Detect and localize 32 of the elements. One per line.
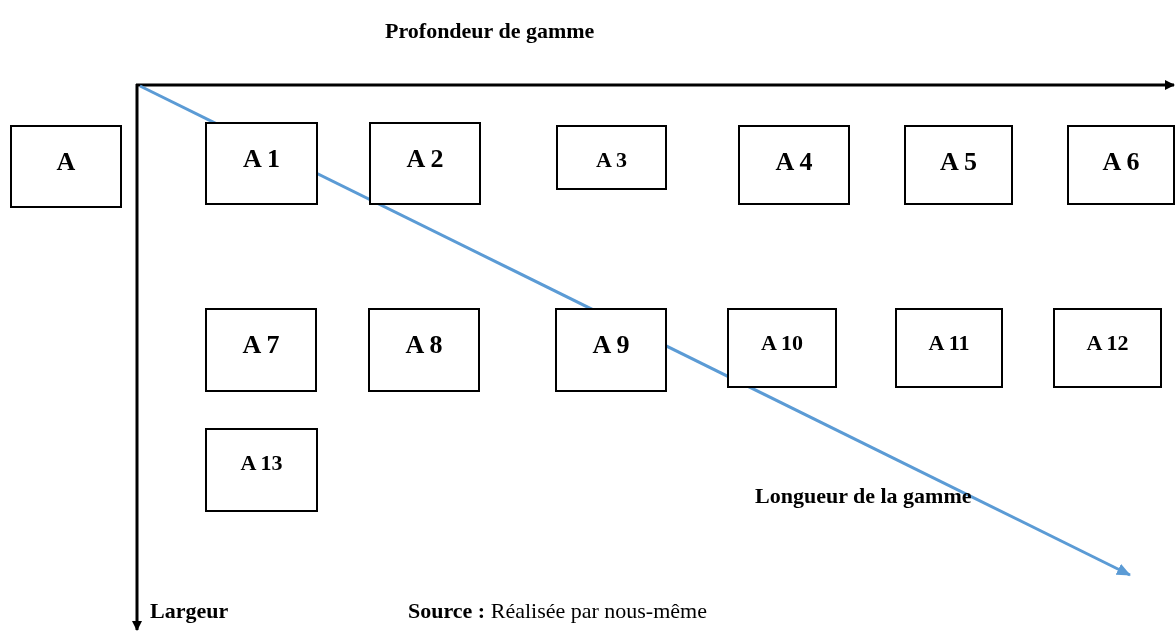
- product-box: [556, 125, 667, 190]
- product-label: A 9: [592, 330, 630, 360]
- product-box: [205, 122, 318, 205]
- product-box: [10, 125, 122, 208]
- product-label: A 7: [242, 330, 280, 360]
- product-label: A 11: [928, 330, 970, 356]
- product-box: [904, 125, 1013, 205]
- product-box: [205, 308, 317, 392]
- product-label: A 8: [405, 330, 443, 360]
- product-box: [205, 428, 318, 512]
- product-box: [895, 308, 1003, 388]
- product-box: [369, 122, 481, 205]
- product-label: A 5: [940, 147, 977, 177]
- axis-title: Largeur: [150, 598, 229, 624]
- product-label: A 1: [243, 144, 280, 174]
- product-box: [1053, 308, 1162, 388]
- product-label: A 6: [1102, 147, 1140, 177]
- axis-title: Longueur de la gamme: [755, 483, 972, 509]
- product-label: A 12: [1086, 330, 1129, 356]
- product-box: [738, 125, 850, 205]
- product-box: [555, 308, 667, 392]
- axis-title: Profondeur de gamme: [385, 18, 595, 44]
- product-label: A: [56, 147, 76, 177]
- product-label: A 10: [760, 330, 804, 356]
- product-label: A 13: [240, 450, 283, 476]
- product-label: A 2: [406, 144, 444, 174]
- product-label: A 3: [595, 147, 628, 173]
- product-box: [1067, 125, 1175, 205]
- product-label: A 4: [775, 147, 813, 177]
- product-box: [368, 308, 480, 392]
- product-box: [727, 308, 837, 388]
- source-caption: Source : Réalisée par nous-même: [408, 598, 707, 624]
